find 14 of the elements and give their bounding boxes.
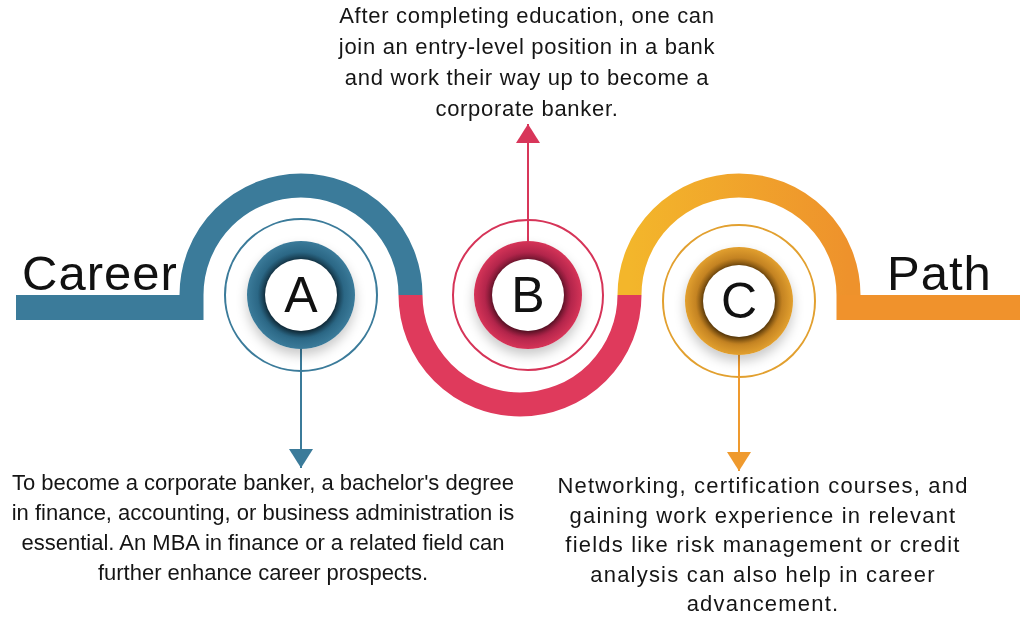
description-text: After completing education, one can join an entry-level position in a bank and work their way up to become a corporate banker. [322, 0, 732, 124]
step-disk [474, 241, 582, 349]
step-disk [247, 241, 355, 349]
step-letter: C [703, 265, 775, 337]
arrow [516, 123, 540, 242]
step-disk [685, 247, 793, 355]
description-text: Networking, certification courses, and gaining work experience in relevant fields like risk management or credit analysis can also help in career advancement. [543, 471, 983, 619]
description-text: To become a corporate banker, a bachelor's degree in finance, accounting, or business administration is essential. An MBA in finance or a related field can further enhance career prospects. [3, 468, 523, 588]
arrow [727, 354, 751, 472]
title-word: Career [22, 251, 178, 295]
step-letter: B [492, 259, 564, 331]
arrow [289, 348, 313, 469]
step-letter: A [265, 259, 337, 331]
title-word: Path [887, 251, 992, 295]
